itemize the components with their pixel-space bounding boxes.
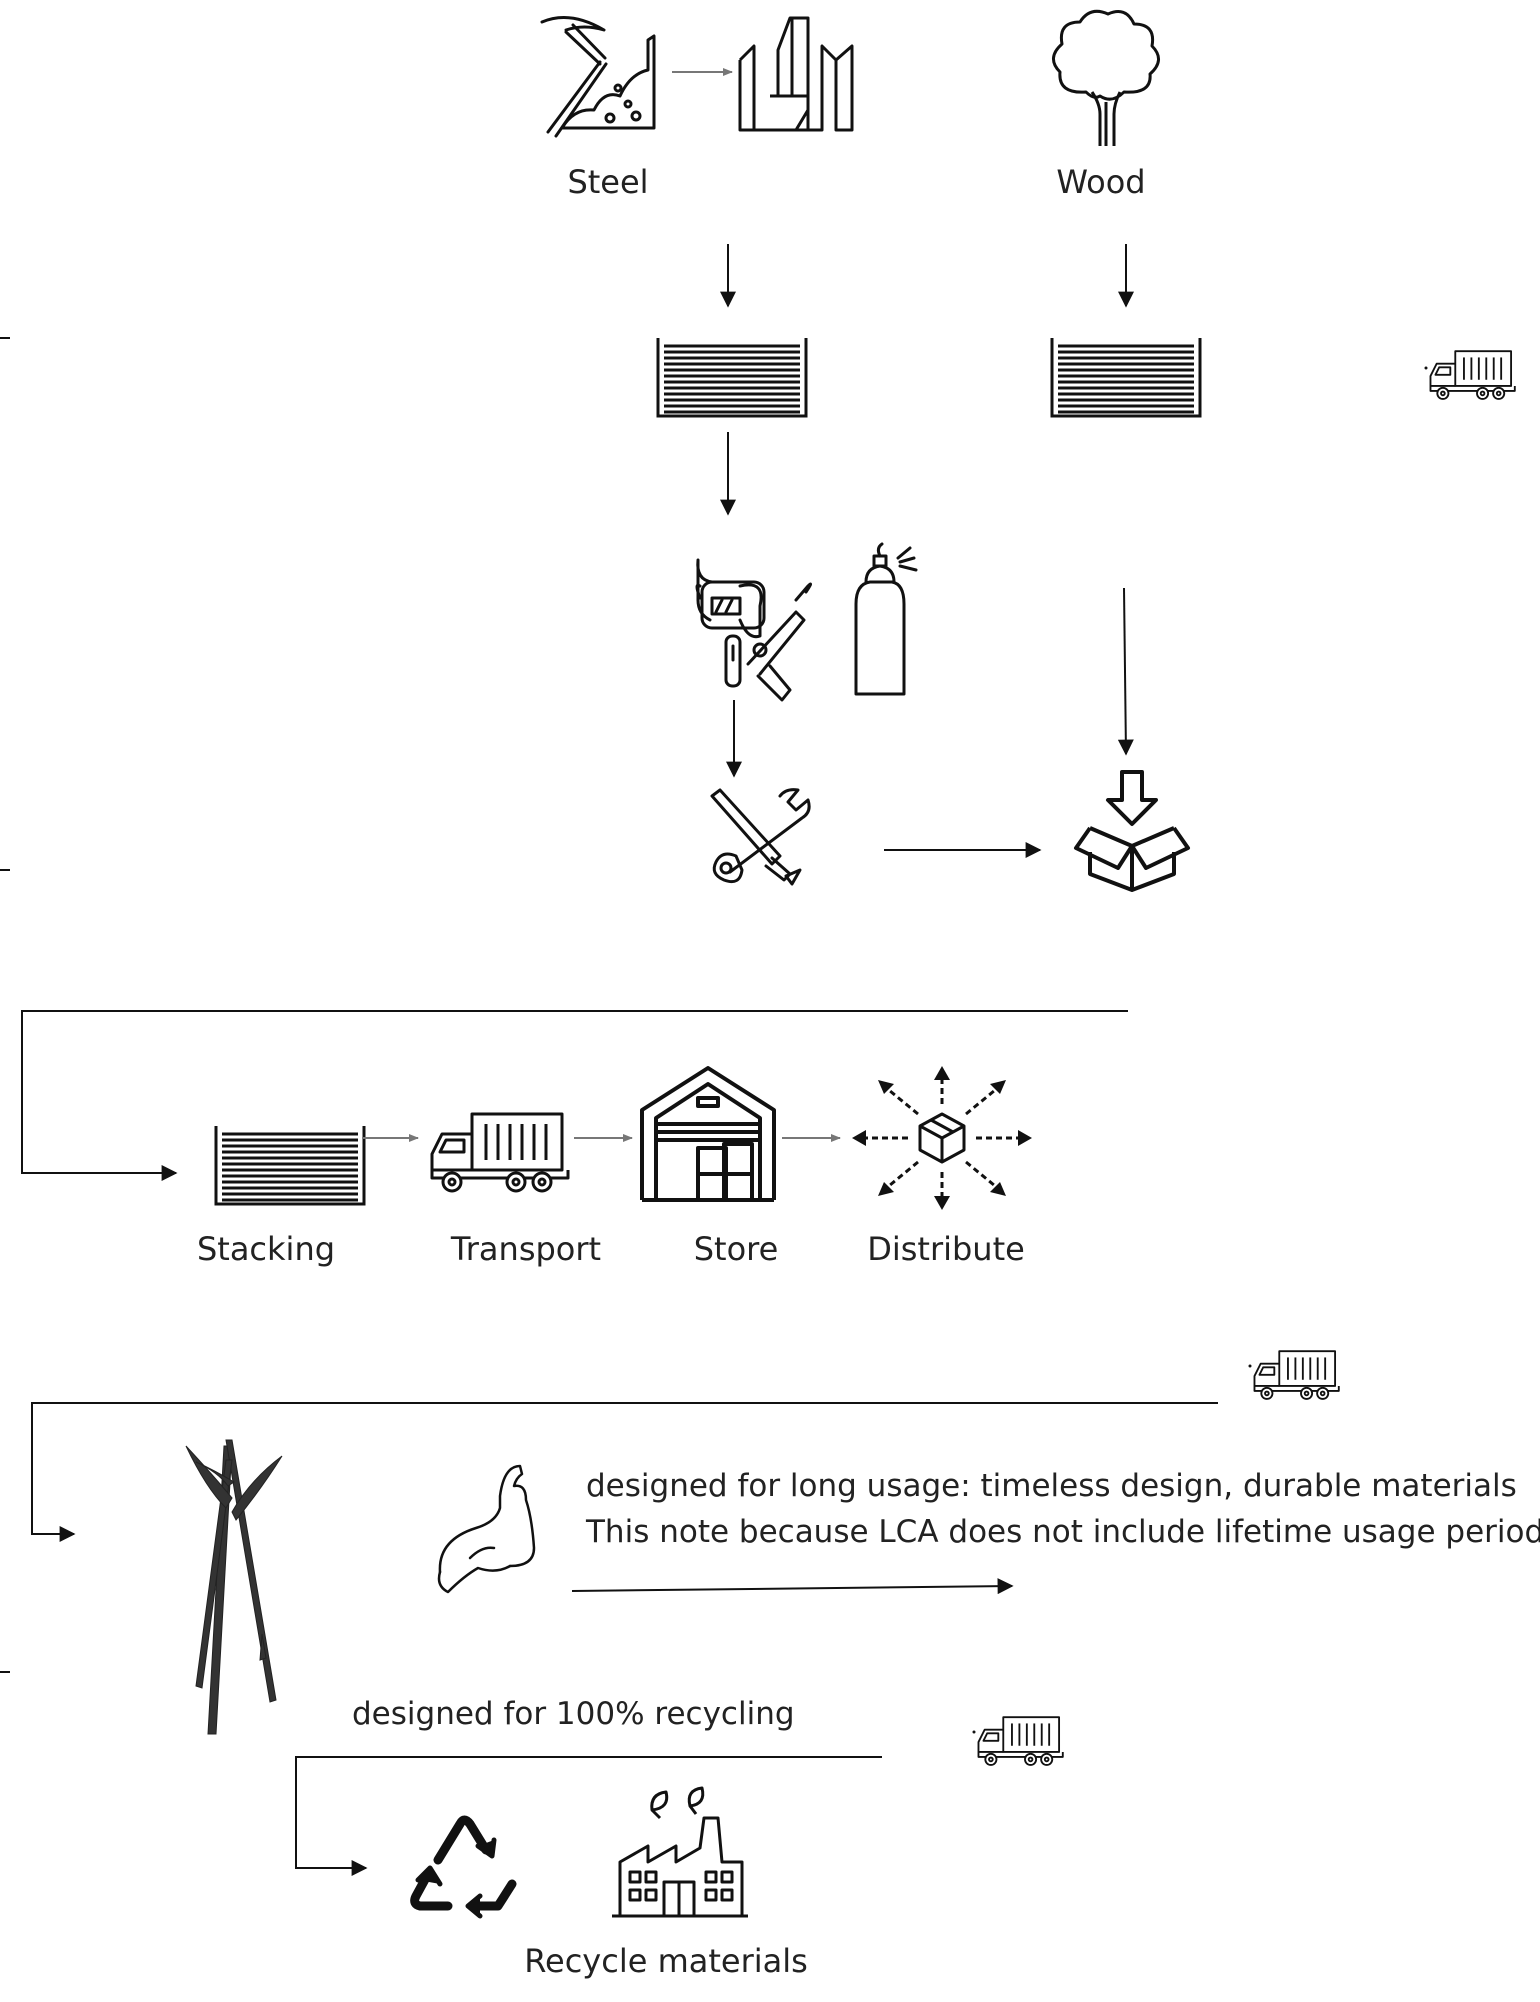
distribute-icon (860, 1074, 1024, 1202)
coat-rack-icon (185, 1439, 283, 1735)
use-note-line2: This note because LCA does not include l… (585, 1514, 1540, 1550)
truck-icon (1429, 350, 1516, 400)
packaging-box-icon (1074, 770, 1190, 892)
steel-sheet-stack-icon (656, 336, 808, 418)
distribute-label: Distribute (867, 1230, 1025, 1268)
warehouse-icon (640, 1066, 776, 1202)
recycling-note: designed for 100% recycling (352, 1696, 795, 1732)
wood-label: Wood (1056, 163, 1145, 201)
steel-bars-icon (738, 16, 854, 132)
store-label: Store (694, 1230, 779, 1268)
stacking-label: Stacking (197, 1230, 335, 1268)
factory-icon (612, 1786, 748, 1918)
wood-sheet-stack-icon (1050, 336, 1202, 418)
welding-icon (695, 558, 813, 702)
muscle-icon (437, 1464, 536, 1594)
steel-label: Steel (567, 163, 648, 201)
tree-icon (1052, 9, 1160, 146)
stacking-icon (214, 1124, 366, 1206)
transport-truck-icon (430, 1112, 570, 1193)
tools-icon (710, 788, 811, 886)
pickaxe-icon (540, 16, 656, 138)
truck-icon-use-phase (1253, 1350, 1340, 1400)
recycle-icon (410, 1815, 517, 1919)
use-note-line1: designed for long usage: timeless design… (586, 1468, 1517, 1504)
transport-label: Transport (450, 1230, 601, 1268)
spray-can-icon (854, 542, 918, 696)
recycle-materials-label: Recycle materials (524, 1942, 808, 1980)
truck-icon-end-of-life (977, 1716, 1064, 1766)
